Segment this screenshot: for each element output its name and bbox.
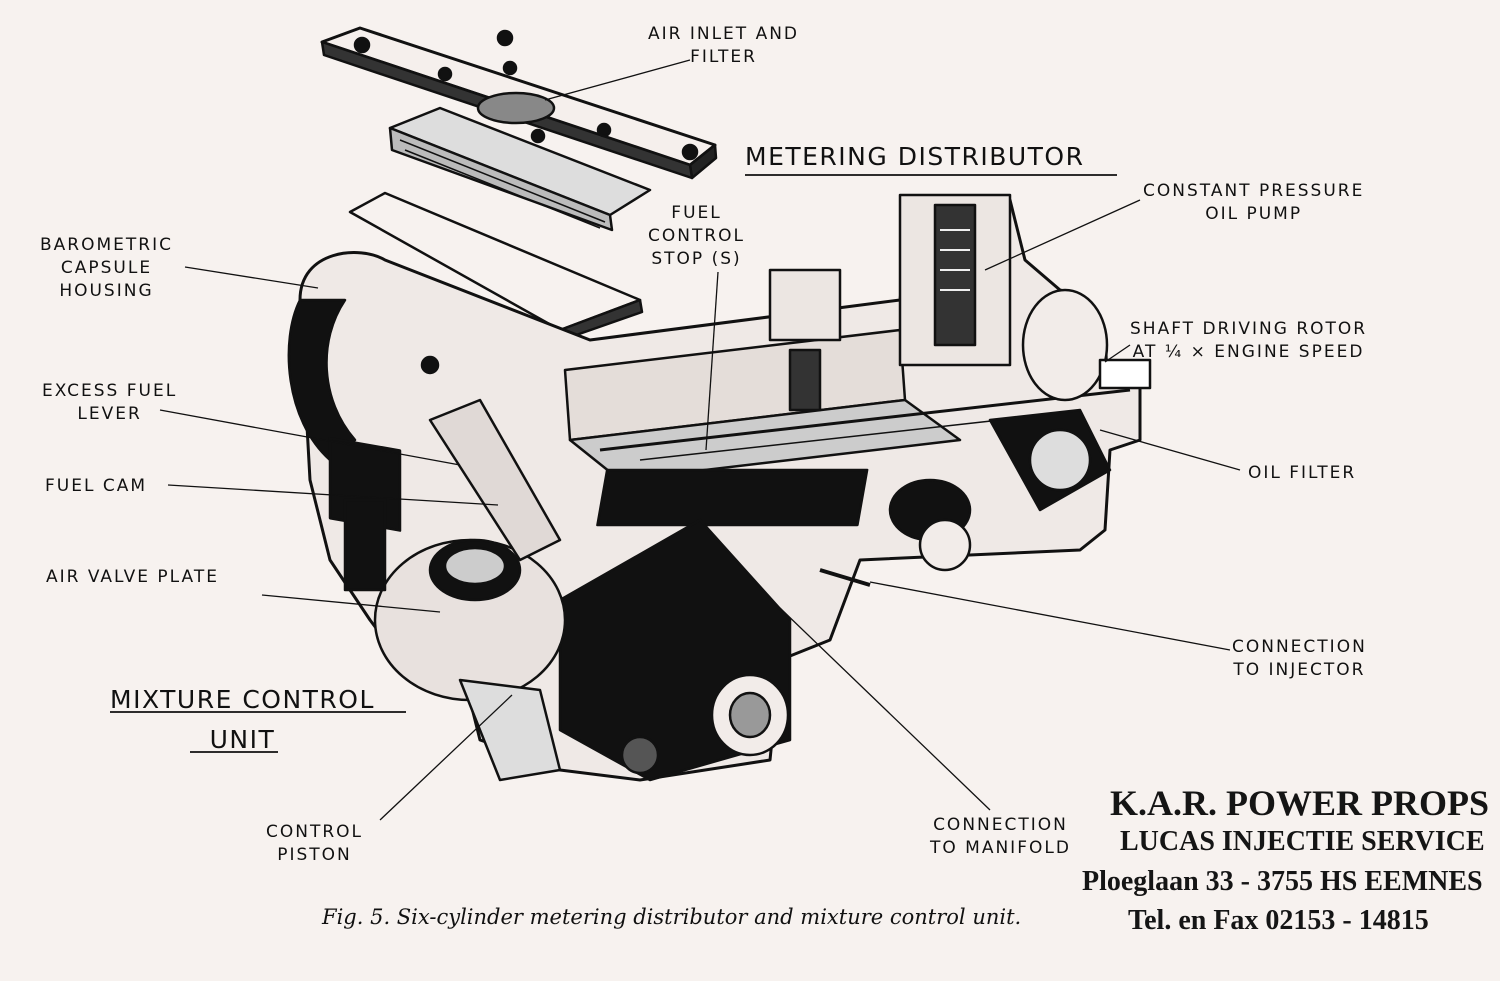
stamp-address: Ploeglaan 33 - 3755 HS EEMNES	[1082, 866, 1483, 897]
leader-control-piston	[379, 694, 513, 821]
label-shaft-driving-line2: AT ¼ × ENGINE SPEED	[1132, 342, 1365, 362]
leader-connection-injector	[869, 581, 1231, 651]
label-connection-injector-line1: CONNECTION	[1232, 637, 1367, 657]
label-connection-injector: CONNECTION TO INJECTOR	[1232, 636, 1367, 682]
label-fuel-cam: FUEL CAM	[45, 476, 148, 496]
leader-fuel-cam	[167, 484, 499, 506]
label-excess-fuel-line2: LEVER	[77, 404, 142, 424]
label-barometric-line1: BAROMETRIC	[40, 235, 173, 255]
label-barometric-line3: HOUSING	[59, 281, 154, 301]
label-control-piston-line1: CONTROL	[266, 822, 364, 842]
figure-caption: Fig. 5. Six-cylinder metering distributo…	[322, 905, 1022, 929]
leader-barometric	[184, 266, 319, 289]
label-connection-manifold-line1: CONNECTION	[933, 815, 1068, 835]
label-fuel-control-stop: FUEL CONTROL STOP (S)	[648, 202, 745, 271]
leader-oil-filter	[1099, 429, 1241, 471]
leader-air-inlet	[544, 59, 691, 101]
leader-air-valve-plate	[261, 594, 441, 613]
leader-constant-pressure	[984, 199, 1141, 271]
label-excess-fuel: EXCESS FUEL LEVER	[42, 380, 177, 426]
label-connection-manifold: CONNECTION TO MANIFOLD	[930, 814, 1071, 860]
stamp-service-name: LUCAS INJECTIE SERVICE	[1120, 826, 1485, 857]
label-constant-pressure: CONSTANT PRESSURE OIL PUMP	[1143, 180, 1364, 226]
label-air-inlet-line1: AIR INLET AND	[648, 24, 800, 44]
label-control-piston-line2: PISTON	[277, 845, 352, 865]
label-air-inlet: AIR INLET AND FILTER	[648, 23, 799, 69]
label-barometric: BAROMETRIC CAPSULE HOUSING	[40, 234, 173, 303]
leader-connection-manifold	[779, 607, 991, 811]
label-fuel-control-stop-line3: STOP (S)	[651, 249, 742, 269]
stamp-company-name: K.A.R. POWER PROPS	[1110, 783, 1490, 823]
label-fuel-control-stop-line1: FUEL	[671, 203, 722, 223]
label-constant-pressure-line1: CONSTANT PRESSURE	[1143, 181, 1365, 201]
label-shaft-driving: SHAFT DRIVING ROTOR AT ¼ × ENGINE SPEED	[1130, 318, 1367, 364]
heading-mixture-control-line1: MIXTURE CONTROL	[110, 685, 375, 714]
label-barometric-line2: CAPSULE	[60, 258, 153, 278]
leader-shaft	[1104, 344, 1131, 363]
label-connection-manifold-line2: TO MANIFOLD	[930, 838, 1071, 858]
label-air-valve-plate: AIR VALVE PLATE	[46, 567, 219, 587]
heading-metering-distributor: METERING DISTRIBUTOR	[745, 142, 1085, 171]
label-control-piston: CONTROL PISTON	[266, 821, 363, 867]
label-oil-filter: OIL FILTER	[1248, 463, 1357, 483]
label-constant-pressure-line2: OIL PUMP	[1205, 204, 1303, 224]
label-air-inlet-line2: FILTER	[690, 47, 757, 67]
stamp-phone: Tel. en Fax 02153 - 14815	[1128, 905, 1429, 936]
heading-mixture-control: MIXTURE CONTROL UNIT	[110, 680, 375, 760]
label-connection-injector-line2: TO INJECTOR	[1233, 660, 1366, 680]
leader-excess-fuel	[159, 409, 461, 466]
label-excess-fuel-line1: EXCESS FUEL	[42, 381, 178, 401]
leader-fuel-control-stop	[705, 271, 719, 451]
label-fuel-control-stop-line2: CONTROL	[648, 226, 746, 246]
label-shaft-driving-line1: SHAFT DRIVING ROTOR	[1130, 319, 1368, 339]
heading-mixture-control-line2: UNIT	[209, 725, 276, 754]
